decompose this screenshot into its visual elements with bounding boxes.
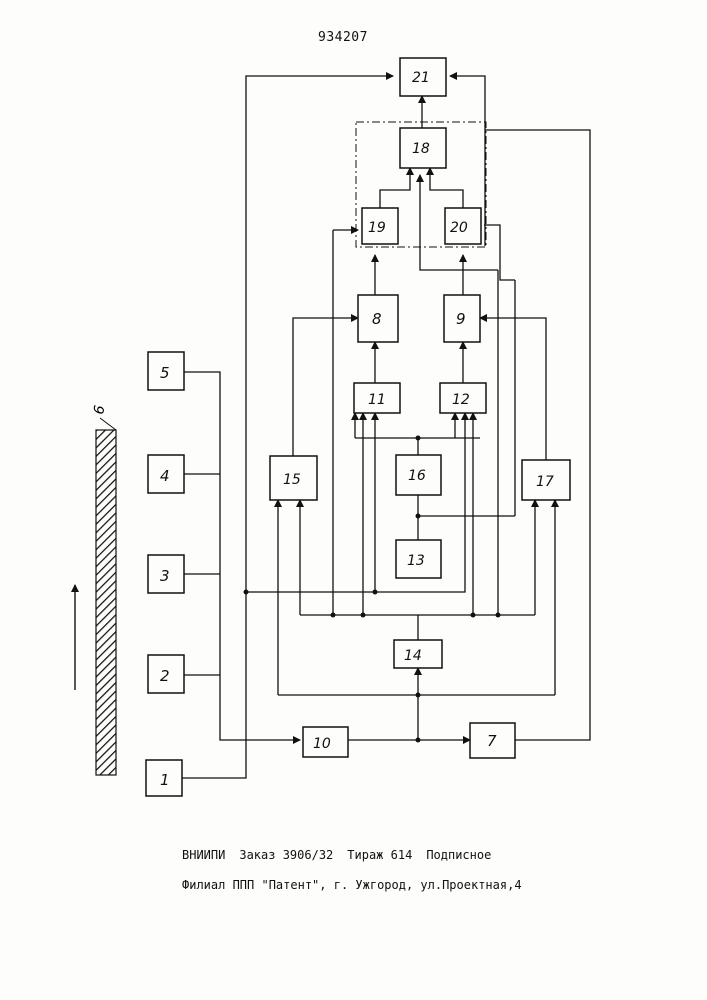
block-19: 19 <box>362 208 398 244</box>
svg-text:2: 2 <box>160 667 170 685</box>
svg-text:19: 19 <box>368 220 386 236</box>
svg-text:16: 16 <box>408 468 426 484</box>
svg-text:5: 5 <box>160 364 170 382</box>
svg-text:12: 12 <box>452 392 470 408</box>
footer-subscription: Подписное <box>426 848 491 862</box>
hatched-object <box>96 430 116 775</box>
block-5: 5 <box>148 352 184 390</box>
svg-text:7: 7 <box>487 732 497 750</box>
svg-text:3: 3 <box>160 567 170 585</box>
block-4: 4 <box>148 455 184 493</box>
block-9: 9 <box>444 295 480 342</box>
block-14: 14 <box>394 640 442 668</box>
block-10: 10 <box>303 727 348 757</box>
footer-branch: Филиал ППП "Патент", г. Ужгород, ул.Прое… <box>182 878 522 892</box>
svg-text:9: 9 <box>456 310 466 328</box>
svg-text:17: 17 <box>536 474 554 490</box>
object-leader-line <box>100 418 116 430</box>
svg-text:1: 1 <box>160 771 170 789</box>
blocks: 5 4 3 2 1 10 7 14 13 16 15 17 11 12 8 9 … <box>146 58 570 796</box>
svg-text:18: 18 <box>412 141 430 157</box>
block-12: 12 <box>440 383 486 413</box>
block-15: 15 <box>270 456 317 500</box>
svg-text:15: 15 <box>283 472 301 488</box>
block-11: 11 <box>354 383 400 413</box>
block-8: 8 <box>358 295 398 342</box>
block-21: 21 <box>400 58 446 96</box>
svg-text:14: 14 <box>404 648 422 664</box>
svg-text:11: 11 <box>368 392 386 408</box>
block-17: 16 <box>396 455 441 495</box>
footer-order: Заказ 3906/32 <box>239 848 333 862</box>
svg-text:4: 4 <box>160 467 170 485</box>
svg-text:10: 10 <box>313 736 331 752</box>
footer-org: ВНИИПИ <box>182 848 225 862</box>
svg-text:20: 20 <box>450 220 468 236</box>
footer-circulation: Тираж 614 <box>347 848 412 862</box>
block-13: 13 <box>396 540 441 578</box>
block-1: 1 <box>146 760 182 796</box>
connection-lines <box>182 76 590 778</box>
svg-text:13: 13 <box>407 553 425 569</box>
object-label: 6 <box>91 404 108 416</box>
block-2: 2 <box>148 655 184 693</box>
footer-line-1: ВНИИПИ Заказ 3906/32 Тираж 614 Подписное <box>182 848 505 862</box>
svg-text:8: 8 <box>372 310 382 328</box>
block-7: 7 <box>470 723 515 758</box>
block-18: 18 <box>400 128 446 168</box>
block-16: 17 <box>522 460 570 500</box>
svg-text:21: 21 <box>412 70 430 86</box>
block-20: 20 <box>445 208 481 244</box>
block-3: 3 <box>148 555 184 593</box>
footer-line-2: Филиал ППП "Патент", г. Ужгород, ул.Прое… <box>182 878 536 892</box>
